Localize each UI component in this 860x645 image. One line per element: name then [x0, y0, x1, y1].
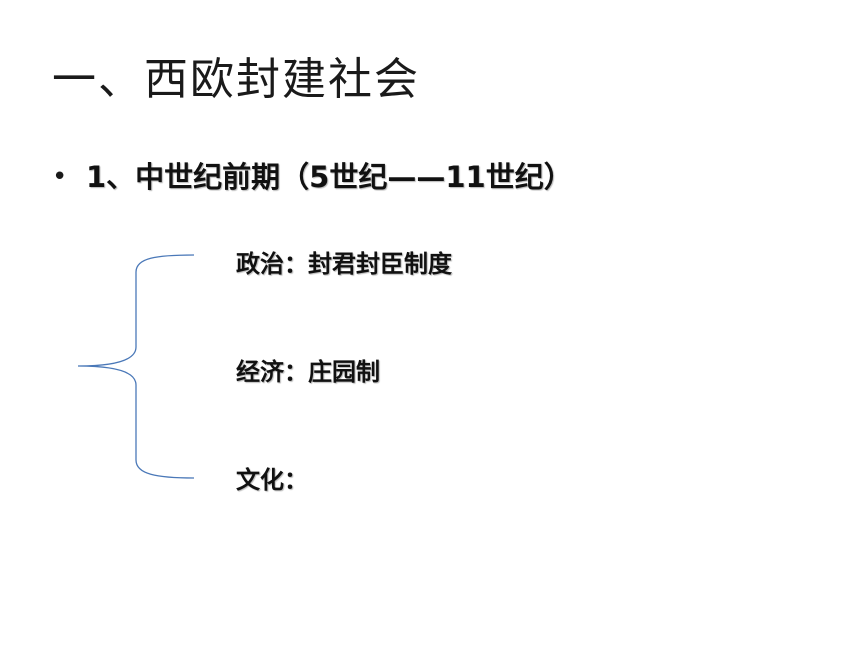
- bullet-text: 1、中世纪前期（5世纪——11世纪）: [86, 160, 573, 194]
- item-culture: 文化：: [236, 466, 308, 494]
- item-economy: 经济：庄园制: [236, 358, 380, 386]
- item-politics: 政治：封君封臣制度: [236, 250, 452, 278]
- bullet-point: • 1、中世纪前期（5世纪——11世纪）: [52, 152, 573, 202]
- bullet-dot-icon: •: [52, 162, 68, 192]
- left-curly-brace-icon: [77, 254, 195, 479]
- slide-title: 一、西欧封建社会: [52, 54, 420, 105]
